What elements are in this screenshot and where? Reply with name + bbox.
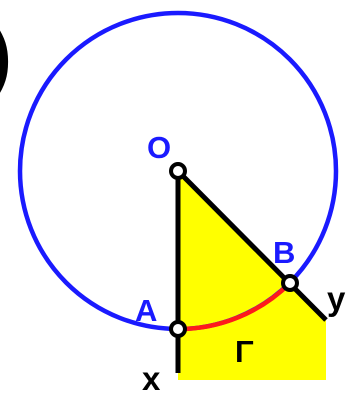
ray-oy xyxy=(176,169,328,322)
label-b: B xyxy=(273,235,295,270)
label-gamma: Γ xyxy=(235,334,254,369)
label-o: O xyxy=(147,130,171,165)
label-x: x xyxy=(142,360,161,396)
shaded-region xyxy=(178,171,326,380)
point-b xyxy=(281,274,299,292)
label-fragment: ) xyxy=(0,11,12,99)
arc-ab xyxy=(177,281,292,332)
point-o xyxy=(169,162,187,180)
point-a xyxy=(169,320,187,338)
label-y: y xyxy=(327,280,346,317)
label-a: A xyxy=(135,293,157,328)
